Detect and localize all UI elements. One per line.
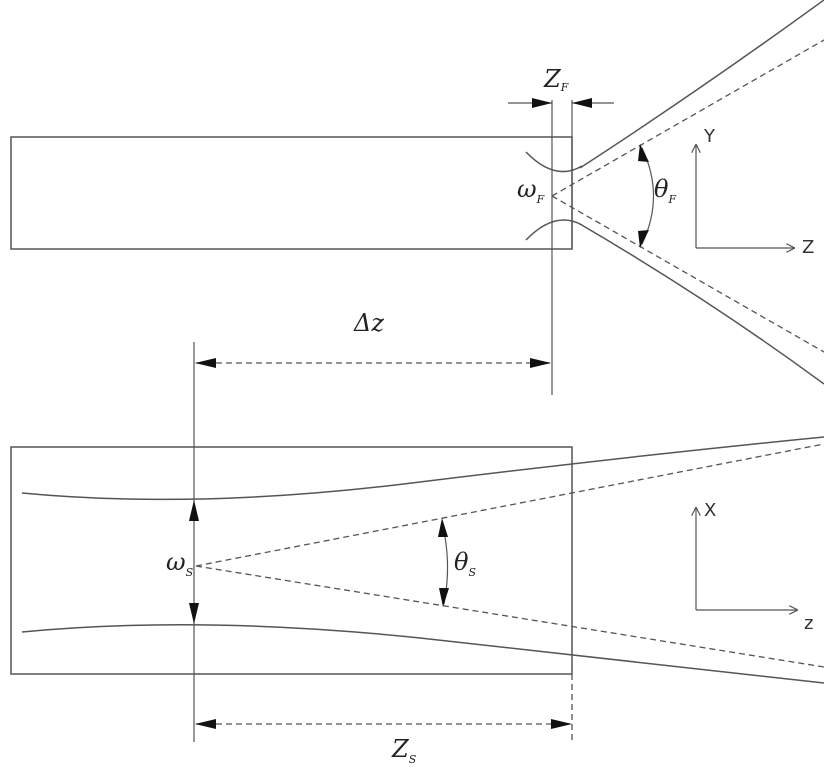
top-asymptote-upper	[551, 39, 824, 197]
theta-f-arc	[641, 147, 655, 245]
bottom-beam-lower-edge	[21, 624, 824, 684]
theta-s-arrowhead-top	[438, 518, 448, 537]
top-waist-upper-curve	[525, 151, 583, 173]
theta-f-arrowhead-bottom	[638, 230, 649, 248]
omega-s-label: ωS	[166, 548, 194, 579]
theta-f-arrowhead-top	[638, 144, 649, 162]
top-beam-lower-edge	[579, 223, 824, 385]
delta-z-right-arrowhead	[530, 358, 551, 368]
zs-label: ZS	[391, 735, 417, 766]
zs-left-arrowhead	[195, 719, 216, 729]
theta-s-arrowhead-bottom	[439, 588, 449, 607]
zf-right-arrowhead	[572, 98, 592, 108]
lowercase-z-axis-label: z	[804, 613, 813, 634]
omega-s-arrowhead-bottom	[189, 603, 199, 624]
zf-label: ZF	[543, 65, 569, 94]
top-asymptote-lower	[551, 195, 824, 353]
x-axis-label: X	[704, 500, 716, 521]
bottom-beam-upper-edge	[21, 436, 824, 501]
y-axis-label: Y	[703, 126, 716, 147]
top-waveguide	[10, 136, 573, 250]
omega-f-label: ωF	[517, 175, 545, 206]
z-axis-label: Z	[802, 237, 814, 258]
delta-z-dimension	[195, 358, 551, 368]
delta-z-left-arrowhead	[195, 358, 216, 368]
delta-z-label: Δz	[353, 309, 384, 337]
theta-f-label: θF	[654, 175, 676, 206]
bottom-view	[10, 342, 824, 742]
bottom-waveguide	[10, 446, 573, 675]
theta-s-label: θS	[454, 548, 476, 579]
top-waist-lower-curve	[525, 219, 583, 241]
zf-left-arrowhead	[532, 98, 552, 108]
top-beam-upper-edge	[579, 0, 824, 169]
zs-right-arrowhead	[551, 719, 572, 729]
top-view	[10, 0, 824, 395]
bottom-asymptote-lower	[195, 565, 824, 668]
bottom-asymptote-upper	[195, 443, 824, 567]
omega-s-arrowhead-top	[189, 500, 199, 521]
